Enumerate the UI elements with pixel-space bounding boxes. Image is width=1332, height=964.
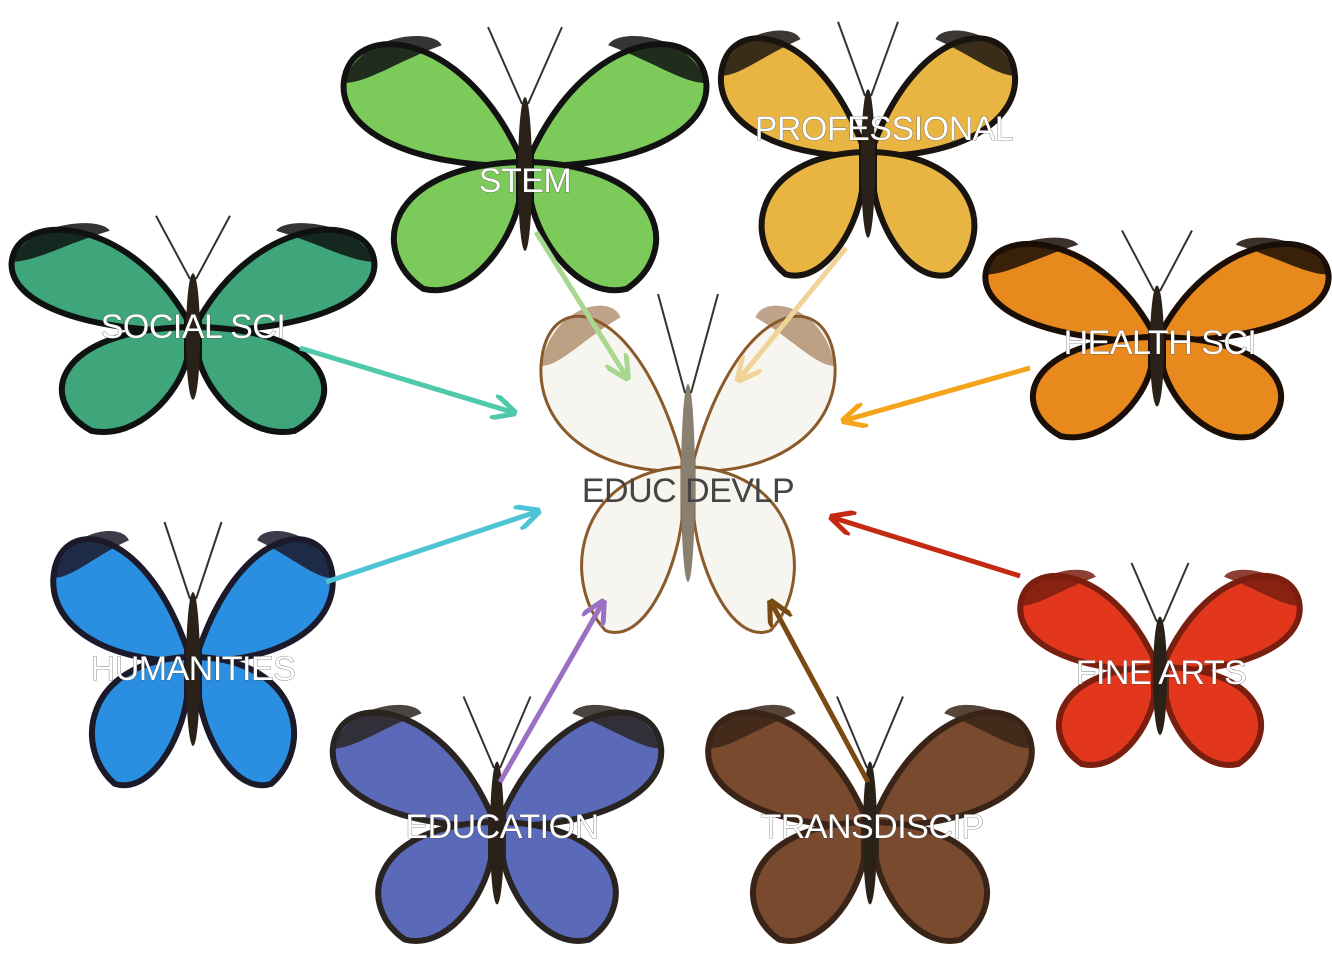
fine-arts-label: FINE ARTS: [1076, 654, 1247, 692]
health-sci-arrow: [846, 368, 1030, 420]
center-butterfly: [541, 294, 835, 632]
antennae: [156, 216, 230, 279]
left-hindwing: [762, 152, 862, 276]
right-hindwing: [874, 152, 974, 276]
antennae: [838, 22, 898, 96]
antennae: [658, 294, 718, 393]
antennae: [1122, 231, 1192, 292]
antennae: [837, 697, 903, 769]
humanities-arrow: [326, 512, 536, 582]
center-label: EDUC DEVLP: [582, 472, 794, 510]
antennae: [1132, 563, 1189, 622]
stem-label: STEM: [479, 162, 571, 200]
social-sci-label: SOCIAL SCI: [101, 308, 286, 346]
education-label: EDUCATION: [405, 808, 598, 846]
humanities-label: HUMANITIES: [91, 650, 296, 688]
stem-butterfly: [344, 27, 707, 290]
professional-label: PROFESSIONAL: [755, 110, 1014, 148]
fine-arts-arrow: [834, 518, 1020, 576]
antennae: [165, 522, 222, 599]
antennae: [488, 27, 562, 104]
professional-butterfly: [721, 22, 1015, 276]
antennae: [464, 697, 531, 769]
health-sci-label: HEALTH SCI: [1064, 324, 1257, 362]
transdiscip-label: TRANSDISCIP: [760, 808, 983, 846]
social-sci-arrow: [300, 348, 512, 412]
